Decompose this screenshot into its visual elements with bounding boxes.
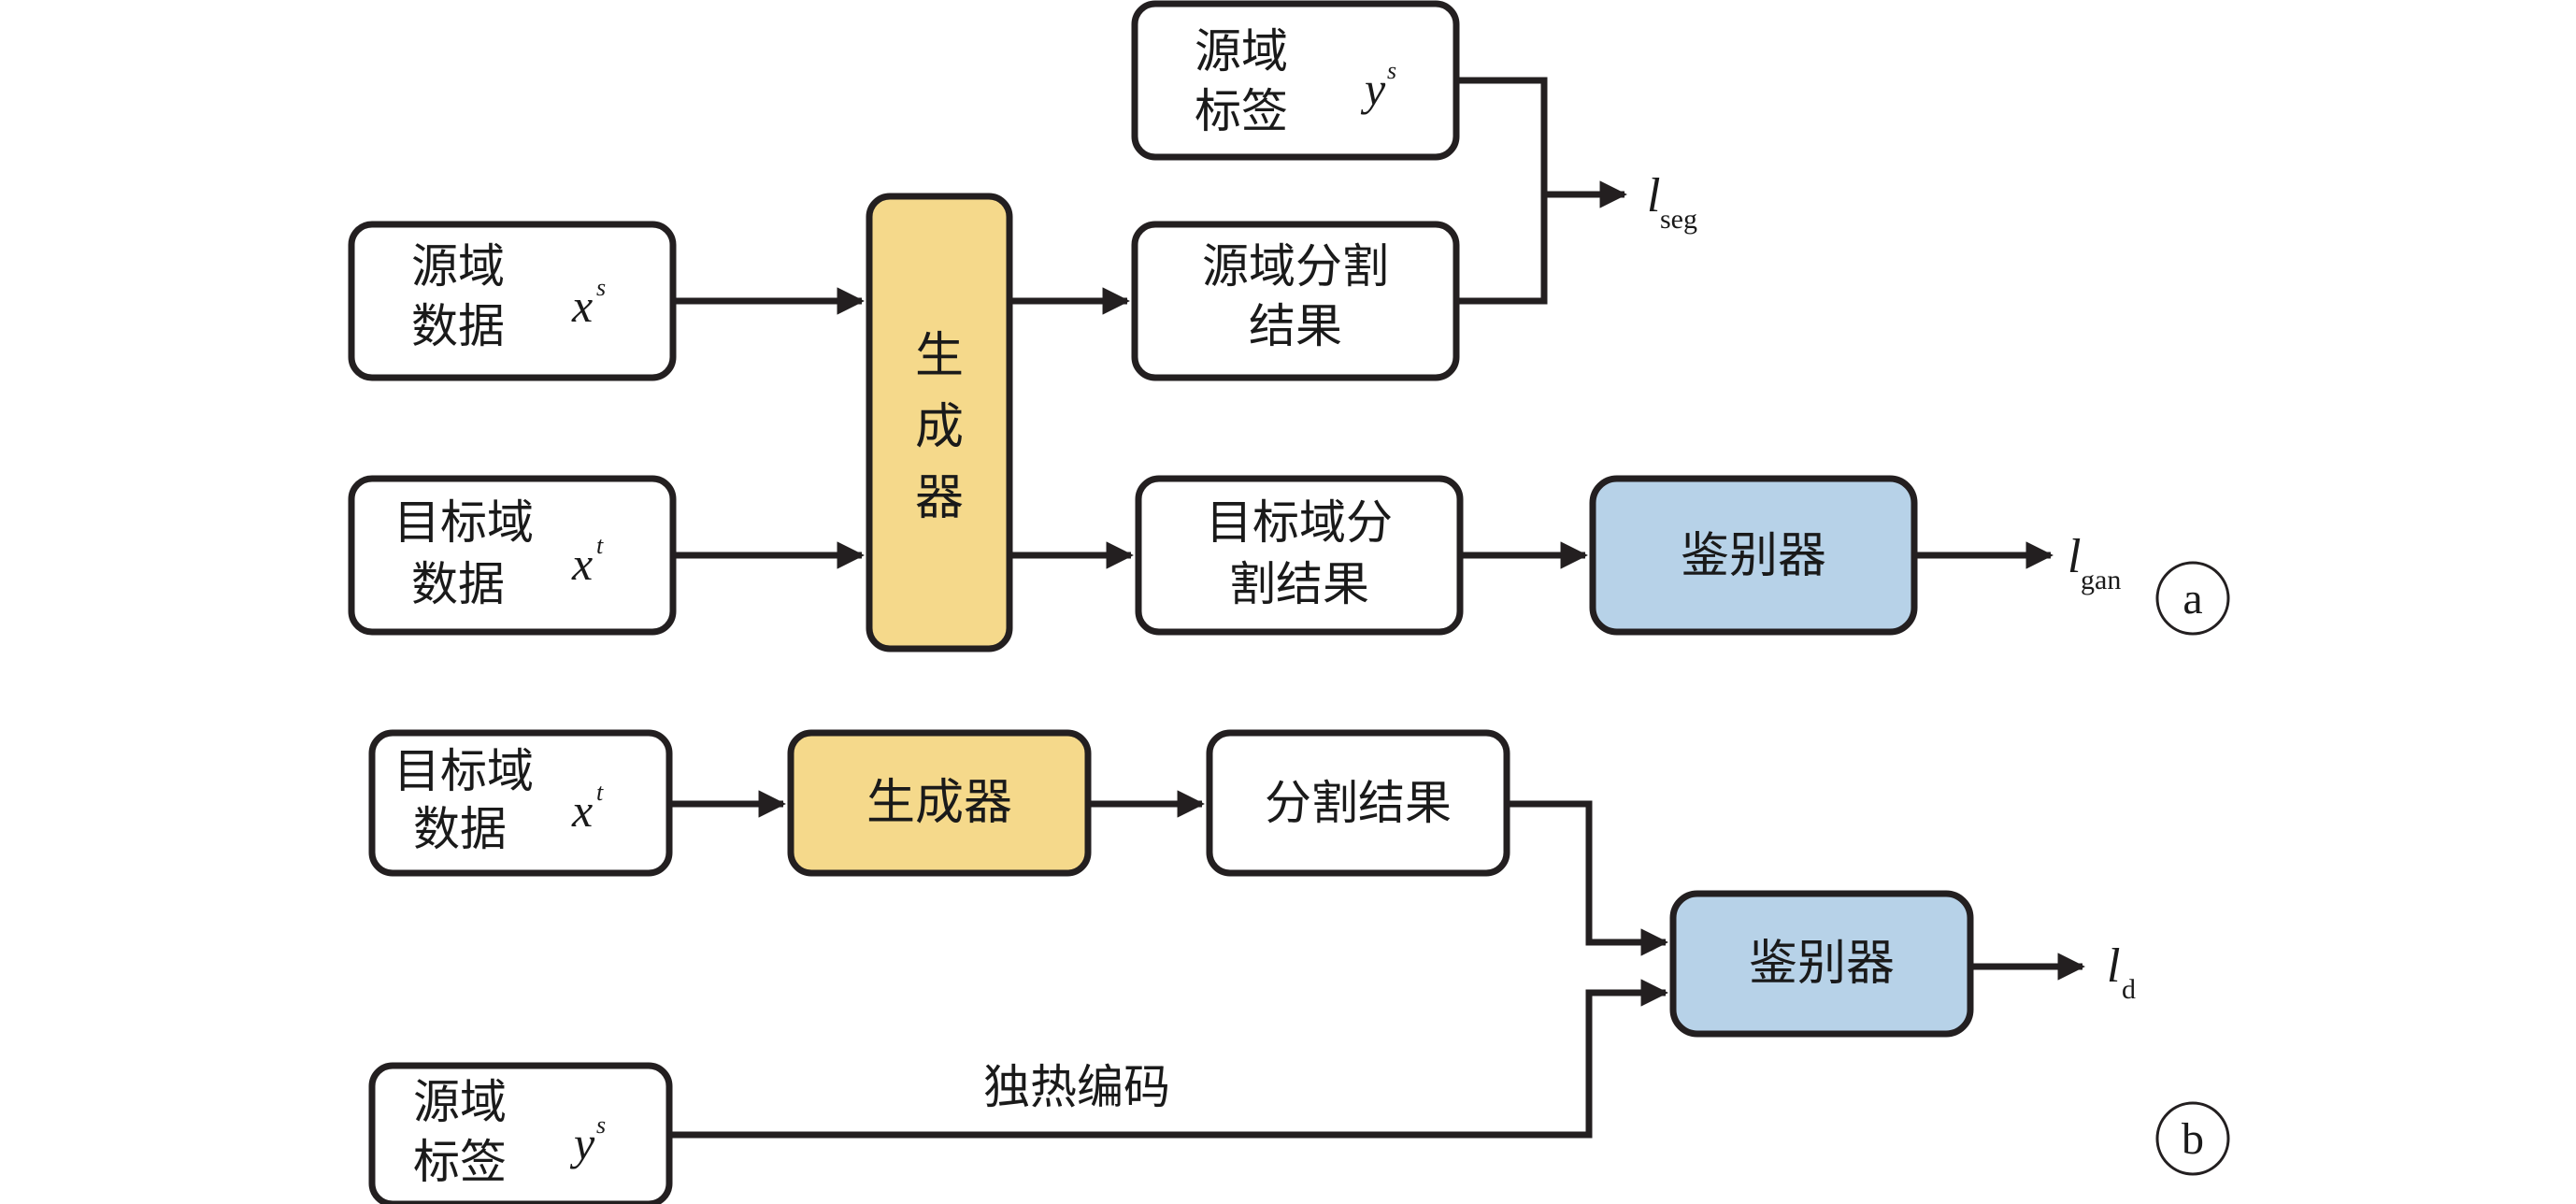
a-target-data-sup: t <box>596 532 604 559</box>
a-seg-merge-bracket <box>1456 77 1548 305</box>
b-arrow-seg-to-discriminator <box>1507 800 1668 956</box>
b-discriminator: 鉴别器 <box>1669 890 1974 1038</box>
a-discriminator: 鉴别器 <box>1589 475 1918 636</box>
b-onehot-label: 独热编码 <box>983 1060 1170 1114</box>
b-loss-d: l d <box>2107 939 2136 1005</box>
b-source-label-line1: 源域 <box>413 1075 507 1129</box>
b-source-label-sup: s <box>596 1111 606 1139</box>
panel-a: 源域 标签 y s 源域 数据 x s 目标域 数据 x t 生 成 器 <box>348 0 2230 652</box>
a-generator-char1: 生 <box>915 328 964 384</box>
b-target-data-line2: 数据 <box>413 802 507 856</box>
a-target-data-line2: 数据 <box>411 557 505 611</box>
a-target-seg-line1: 目标域分 <box>1206 495 1393 550</box>
panel-b-label: b <box>2155 1101 2230 1176</box>
a-loss-gan-sub: gan <box>2081 565 2121 595</box>
b-seg-box: 分割结果 <box>1206 729 1510 877</box>
panel-a-label: a <box>2155 561 2230 636</box>
b-loss-d-sub: d <box>2122 974 2136 1005</box>
a-target-data-var: x <box>571 538 593 590</box>
a-source-label-line1: 源域 <box>1195 24 1288 79</box>
b-generator-label: 生成器 <box>866 775 1012 831</box>
a-generator-char2: 成 <box>915 399 964 455</box>
b-seg-label: 分割结果 <box>1265 776 1452 830</box>
b-source-label-box: 源域 标签 y s <box>368 1062 673 1204</box>
a-source-data-var: x <box>571 280 593 332</box>
a-generator: 生 成 器 <box>866 193 1013 652</box>
a-discriminator-label: 鉴别器 <box>1681 528 1826 584</box>
panel-b: 目标域 数据 x t 生成器 分割结果 鉴别器 源域 标签 y s <box>368 729 2230 1204</box>
a-source-seg-line2: 结果 <box>1249 299 1342 353</box>
a-target-seg-line2: 割结果 <box>1229 557 1369 611</box>
b-source-label-var: y <box>569 1117 595 1169</box>
a-generator-char3: 器 <box>915 470 964 526</box>
a-source-data-sup: s <box>596 274 606 301</box>
a-source-data-line1: 源域 <box>411 239 505 294</box>
a-target-data-line1: 目标域 <box>394 495 534 550</box>
a-source-seg-line1: 源域分割 <box>1202 239 1389 294</box>
panel-a-label-text: a <box>2182 574 2202 624</box>
panel-b-label-text: b <box>2182 1114 2204 1164</box>
b-discriminator-label: 鉴别器 <box>1749 936 1895 992</box>
a-source-label-line2: 标签 <box>1195 84 1288 138</box>
b-source-label-line2: 标签 <box>413 1135 507 1189</box>
a-source-label-box: 源域 标签 y s <box>1131 0 1460 161</box>
b-target-data-box: 目标域 数据 x t <box>368 729 673 877</box>
a-source-data-line2: 数据 <box>411 299 505 353</box>
b-loss-d-var: l <box>2107 939 2120 993</box>
a-loss-gan: l gan <box>2068 530 2121 595</box>
b-generator: 生成器 <box>787 729 1092 877</box>
b-arrow-onehot-to-discriminator <box>669 979 1668 1139</box>
b-target-data-var: x <box>571 784 593 837</box>
a-source-data-box: 源域 数据 x s <box>348 221 677 381</box>
a-source-label-var: y <box>1360 63 1386 115</box>
a-loss-gan-var: l <box>2068 530 2081 583</box>
a-loss-seg-var: l <box>1647 169 1660 222</box>
a-target-data-box: 目标域 数据 x t <box>348 475 677 636</box>
b-target-data-sup: t <box>596 779 604 806</box>
a-target-seg-box: 目标域分 割结果 <box>1135 475 1464 636</box>
a-loss-seg-sub: seg <box>1660 204 1697 235</box>
a-source-seg-box: 源域分割 结果 <box>1131 221 1460 381</box>
a-source-label-sup: s <box>1387 57 1396 84</box>
b-target-data-line1: 目标域 <box>394 744 534 798</box>
a-loss-seg: l seg <box>1647 169 1697 235</box>
